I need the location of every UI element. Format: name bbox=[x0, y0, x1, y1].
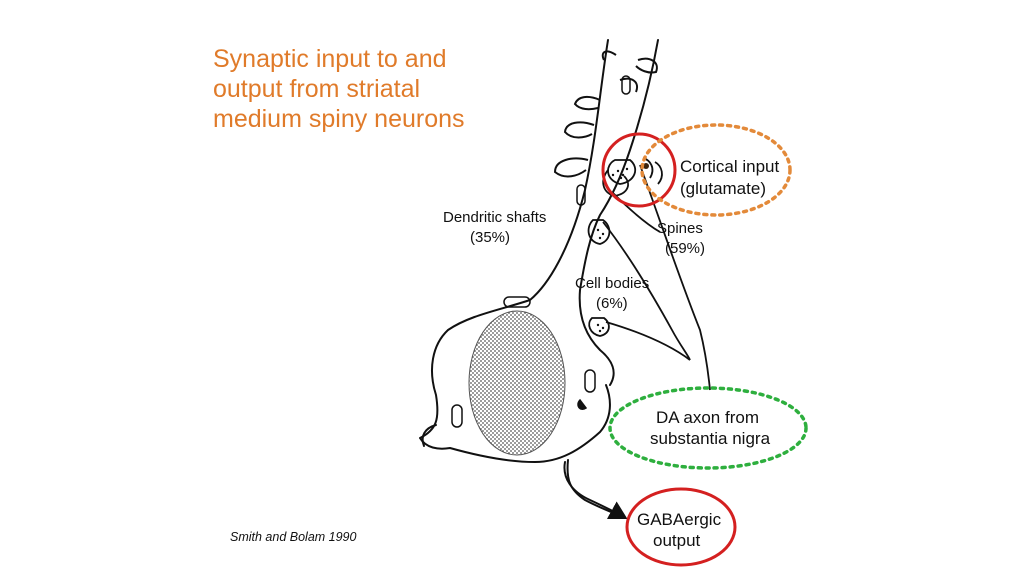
dendritic-shafts-label: Dendritic shafts bbox=[443, 209, 546, 226]
citation: Smith and Bolam 1990 bbox=[230, 530, 357, 544]
gaba-output-sublabel: output bbox=[653, 531, 701, 550]
cortical-input-sublabel: (glutamate) bbox=[680, 179, 766, 198]
gaba-output-label: GABAergic bbox=[637, 510, 722, 529]
spines-percent: (59%) bbox=[665, 240, 705, 257]
dendritic-shafts-percent: (35%) bbox=[470, 229, 510, 246]
gaba-output-ellipse bbox=[625, 487, 737, 567]
nucleus bbox=[468, 310, 566, 456]
slide-title: Synaptic input to and output from striat… bbox=[213, 45, 465, 133]
neuron-outline bbox=[419, 39, 659, 519]
da-axon-ellipse bbox=[608, 386, 808, 470]
bouton-vesicles bbox=[596, 163, 649, 333]
spines-label: Spines bbox=[657, 220, 703, 237]
spine-synapse-highlight bbox=[601, 132, 677, 208]
cell-bodies-percent: (6%) bbox=[596, 295, 628, 312]
da-axon-label: DA axon from bbox=[656, 408, 759, 427]
cortical-input-label: Cortical input bbox=[680, 157, 779, 176]
da-axon-sublabel: substantia nigra bbox=[650, 429, 771, 448]
cortical-input-ellipse bbox=[640, 123, 792, 217]
dendritic-spines bbox=[553, 50, 658, 178]
cell-bodies-label: Cell bodies bbox=[575, 275, 649, 292]
organelles bbox=[451, 75, 631, 428]
